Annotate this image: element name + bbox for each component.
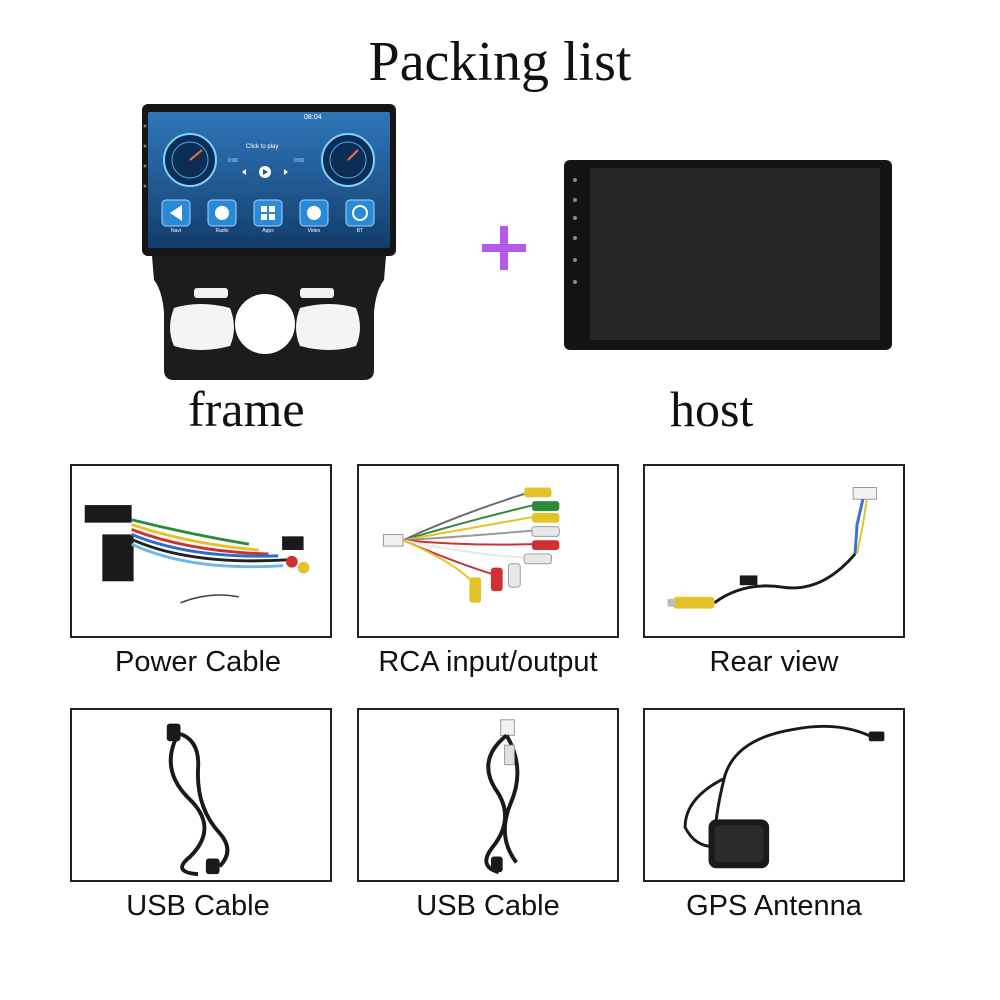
power-cable-label: Power Cable [114,646,282,678]
rca-label: RCA input/output [378,646,598,678]
page-title: Packing list [368,31,632,93]
screen-time-end: 0:00 [294,158,304,164]
gps-antenna-label: GPS Antenna [686,890,862,922]
host-product-image [562,158,894,353]
host-caption: host [670,381,754,437]
app-label-video: Video [307,228,321,234]
gps-antenna-image [643,708,905,882]
rear-view-cable-image [643,464,905,638]
rca-cable-image [357,464,619,638]
rear-view-label: Rear view [709,646,839,678]
screen-clock: 08:04 [304,114,322,121]
plus-icon [482,226,526,270]
screen-media-prompt: Click to play [246,144,279,150]
frame-caption: frame [188,381,305,437]
app-label-navi: Navi [170,228,181,234]
usb-cable-image-1 [70,708,332,882]
app-label-radio: Radio [215,228,229,234]
usb-cable-image-2 [357,708,619,882]
frame-product-image: 08:04 Click to play 0:00 0:00 Navi Radio… [138,102,400,382]
screen-time-start: 0:00 [228,158,238,164]
power-cable-image [70,464,332,638]
app-label-bt: BT [356,228,364,234]
usb-cable-label-1: USB Cable [126,890,270,922]
app-label-apps: Apps [262,228,274,234]
usb-cable-label-2: USB Cable [416,890,560,922]
